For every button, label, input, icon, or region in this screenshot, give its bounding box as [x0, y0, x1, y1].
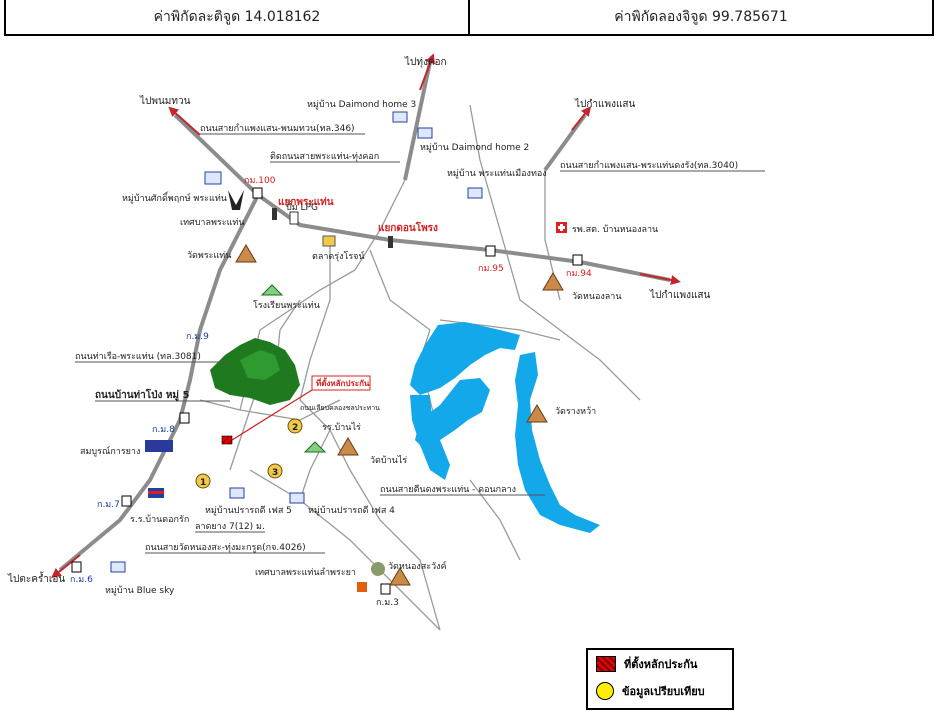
coordinate-bar: ค่าพิกัดละติจูด 14.018162 ค่าพิกัดลองจิจ…: [4, 0, 934, 36]
place-labels: หมู่บ้าน Daimond home 3 หมู่บ้าน Daimond…: [80, 99, 658, 596]
subject-site-marker: ที่ตั้งหลักประกัน: [221, 375, 371, 445]
traffic-lights: [272, 208, 393, 248]
label-wat-nong-lan: วัดหนองลาน: [572, 292, 622, 302]
km3-label: ก.ม.3: [376, 598, 399, 608]
gas-pump-icon: [289, 211, 299, 225]
km94-label: กม.94: [566, 269, 592, 279]
collateral-plot-icon: [221, 435, 233, 445]
place-icons: [110, 111, 567, 592]
road-project: ถนนเลียบคลองชลประทาน: [300, 404, 380, 412]
emblem-icon: [228, 190, 244, 210]
map-canvas: ไปทุ่งคอก ไปพนมทวน ไปกำแพงแสน ไปกำแพงแสน…: [7, 53, 765, 631]
label-rubber: สมบูรณ์การยาง: [80, 445, 140, 457]
location-map: ไปทุ่งคอก ไปพนมทวน ไปกำแพงแสน ไปกำแพงแสน…: [0, 40, 950, 724]
km-markers: กม.100 กม.95 กม.94 ก.ม.9 ก.ม.8 ก.ม.7 ก.ม…: [70, 176, 592, 608]
label-mueang-thong: หมู่บ้าน พระแท่นเมืองทอง: [447, 168, 547, 179]
km6-label: ก.ม.6: [70, 575, 93, 585]
road-r4026: ถนนสายวัดหนองสะ-ทุ่งมะกรูด(กจ.4026): [145, 543, 306, 553]
traffic-light-icon: [388, 236, 393, 248]
road-latyang: ลาดยาง 7(12) ม.: [195, 522, 265, 532]
dest-kamphaeng-saen-ne: ไปกำแพงแสน: [574, 98, 636, 110]
map-legend: ที่ตั้งหลักประกัน ข้อมูลเปรียบเทียบ: [586, 648, 734, 710]
label-prueksa5: หมู่บ้านปรารถดี เฟส 5: [205, 505, 292, 516]
dest-phanom-thuan: ไปพนมทวน: [139, 95, 191, 107]
destination-labels: ไปทุ่งคอก ไปพนมทวน ไปกำแพงแสน ไปกำแพงแสน…: [7, 56, 711, 585]
km9-label: ก.ม.9: [186, 332, 209, 342]
road-label-lines: [75, 133, 765, 554]
fire-station-icon: [357, 582, 367, 592]
school-icon: [260, 284, 327, 453]
direction-arrows: [51, 53, 681, 579]
hospital-icon: [556, 222, 567, 233]
comparable-marker: 2: [287, 418, 303, 434]
km100-label: กม.100: [244, 176, 276, 186]
reservoir: [410, 322, 600, 533]
label-hospital: รพ.สต. บ้านหนองลาน: [572, 224, 658, 235]
legend-comparable: ข้อมูลเปรียบเทียบ: [588, 677, 732, 704]
road-phra-thaen-thung-khok: ติดถนนสายพระแท่น-ทุ่งคอก: [270, 151, 379, 162]
label-wat-ban-rai: วัดบ้านไร่: [370, 455, 407, 466]
km8-label: ก.ม.8: [152, 425, 175, 435]
dest-kamphaeng-saen-e: ไปกำแพงแสน: [649, 289, 711, 301]
label-wat-phra-thaen: วัดพระแท่น: [187, 251, 231, 261]
legend-collateral: ที่ตั้งหลักประกัน: [588, 650, 732, 677]
road-tin-dong: ถนนสายตีนดงพระแท่น - ดอนกลาง: [380, 484, 516, 495]
label-subject-site: ที่ตั้งหลักประกัน: [316, 377, 370, 388]
road-labels: ถนนสายกำแพงแสน-พนมทวน(ทล.346) ติดถนนสายพ…: [75, 123, 738, 553]
road-r346: ถนนสายกำแพงแสน-พนมทวน(ทล.346): [200, 123, 355, 134]
longitude-label: ค่าพิกัดลองจิจูด 99.785671: [470, 0, 934, 36]
junction-labels: แยกพระแท่น แยกดอนโพรง: [278, 196, 438, 234]
label-wat-rang-wa: วัดรางหว้า: [555, 406, 596, 417]
label-prueksa4: หมู่บ้านปรารถดี เฟส 4: [308, 505, 395, 516]
flag-icon: [148, 488, 164, 498]
temple-icon: [235, 244, 564, 586]
label-diamond2: หมู่บ้าน Daimond home 2: [420, 142, 529, 153]
dest-thung-khok: ไปทุ่งคอก: [404, 56, 447, 68]
tree-icon: [371, 562, 385, 576]
factory-icon: [145, 440, 173, 452]
junction-phra-thaen: แยกพระแท่น: [278, 196, 334, 208]
comparable-swatch-icon: [596, 681, 614, 700]
label-tessaban-lam-phraya: เทศบาลพระแท่นลำพระยา: [255, 567, 356, 578]
label-school-dok-rak: ร.ร.บ้านดอกรัก: [130, 514, 189, 525]
house-icon: [110, 111, 483, 573]
comparable-markers: 1 2 3: [195, 418, 303, 489]
label-lpg: ปั้ม LPG: [286, 200, 318, 213]
svg-text:1: 1: [200, 478, 206, 488]
label-tessaban: เทศบาลพระแท่น: [180, 218, 245, 228]
traffic-light-icon: [272, 208, 277, 220]
label-sakdiphruek: หมู่บ้านศักดิ์พฤกษ์ พระแท่น: [122, 191, 227, 204]
junction-don-phrong: แยกดอนโพรง: [378, 221, 438, 234]
label-school-ban-rai: รร.บ้านไร่: [322, 422, 361, 433]
km-post-icon: [71, 187, 583, 595]
comparable-marker: 3: [267, 463, 283, 479]
road-ban-tha-pong: ถนนบ้านท่าโป่ง หมู่ 5: [95, 388, 189, 402]
km7-label: ก.ม.7: [97, 500, 120, 510]
label-talat: ตลาดรุ่งโรจน์: [312, 250, 365, 262]
market-icon: [322, 235, 336, 247]
svg-text:2: 2: [292, 423, 298, 433]
legend-comparable-label: ข้อมูลเปรียบเทียบ: [622, 684, 705, 698]
label-blue-sky: หมู่บ้าน Blue sky: [105, 585, 175, 596]
legend-collateral-label: ที่ตั้งหลักประกัน: [624, 657, 698, 671]
road-r3040: ถนนสายกำแพงแสน-พระแท่นดงรัง(ทล.3040): [560, 160, 738, 171]
svg-text:3: 3: [272, 468, 278, 478]
km95-label: กม.95: [478, 264, 504, 274]
comparable-marker: 1: [195, 473, 211, 489]
label-rong-rian: โรงเรียนพระแท่น: [253, 300, 320, 311]
collateral-swatch-icon: [596, 655, 616, 672]
latitude-label: ค่าพิกัดละติจูด 14.018162: [4, 0, 470, 36]
forest-area: [210, 338, 300, 405]
dest-tha-kra-ien: ไปตะคร้ำเอน: [7, 571, 65, 585]
label-wat-nong-sa: วัดหนองสะวังค์: [388, 560, 447, 572]
road-r3081: ถนนท่าเรือ-พระแท่น (ทล.3081): [75, 351, 201, 362]
label-diamond3: หมู่บ้าน Daimond home 3: [307, 99, 416, 110]
